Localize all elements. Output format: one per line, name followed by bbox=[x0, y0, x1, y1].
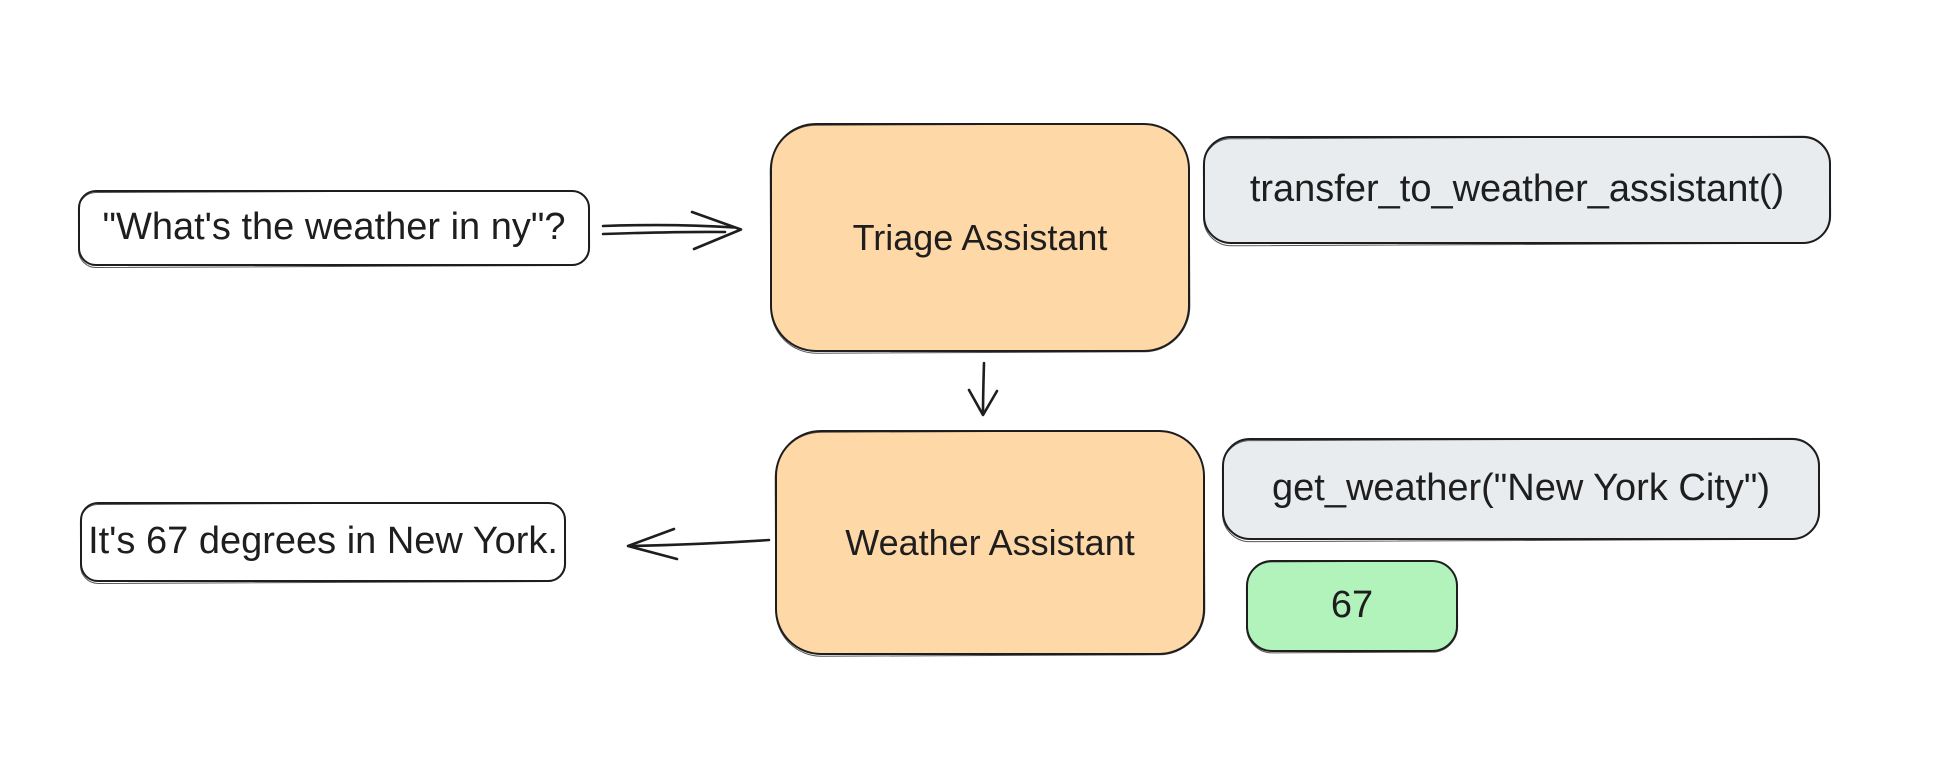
arrow-user-to-triage bbox=[601, 210, 743, 251]
user-message-label: "What's the weather in ny"? bbox=[102, 206, 566, 249]
triage-assistant-label: Triage Assistant bbox=[852, 216, 1108, 258]
weather-assistant-node: Weather Assistant bbox=[775, 430, 1205, 655]
tool-result-label: 67 bbox=[1330, 584, 1374, 627]
transfer-tool-call-label: transfer_to_weather_assistant() bbox=[1249, 168, 1785, 211]
tool-result-node: 67 bbox=[1246, 560, 1458, 652]
get-weather-tool-call-label: get_weather("New York City") bbox=[1272, 467, 1770, 510]
assistant-reply-node: It's 67 degrees in New York. bbox=[80, 502, 566, 582]
assistant-reply-label: It's 67 degrees in New York. bbox=[88, 520, 558, 563]
get-weather-tool-call-node: get_weather("New York City") bbox=[1222, 438, 1820, 540]
user-message-node: "What's the weather in ny"? bbox=[78, 190, 590, 266]
triage-assistant-node: Triage Assistant bbox=[770, 123, 1190, 352]
arrow-triage-to-weather bbox=[967, 361, 999, 417]
arrow-weather-to-reply bbox=[626, 527, 771, 561]
weather-assistant-label: Weather Assistant bbox=[845, 521, 1135, 563]
transfer-tool-call-node: transfer_to_weather_assistant() bbox=[1203, 136, 1831, 244]
